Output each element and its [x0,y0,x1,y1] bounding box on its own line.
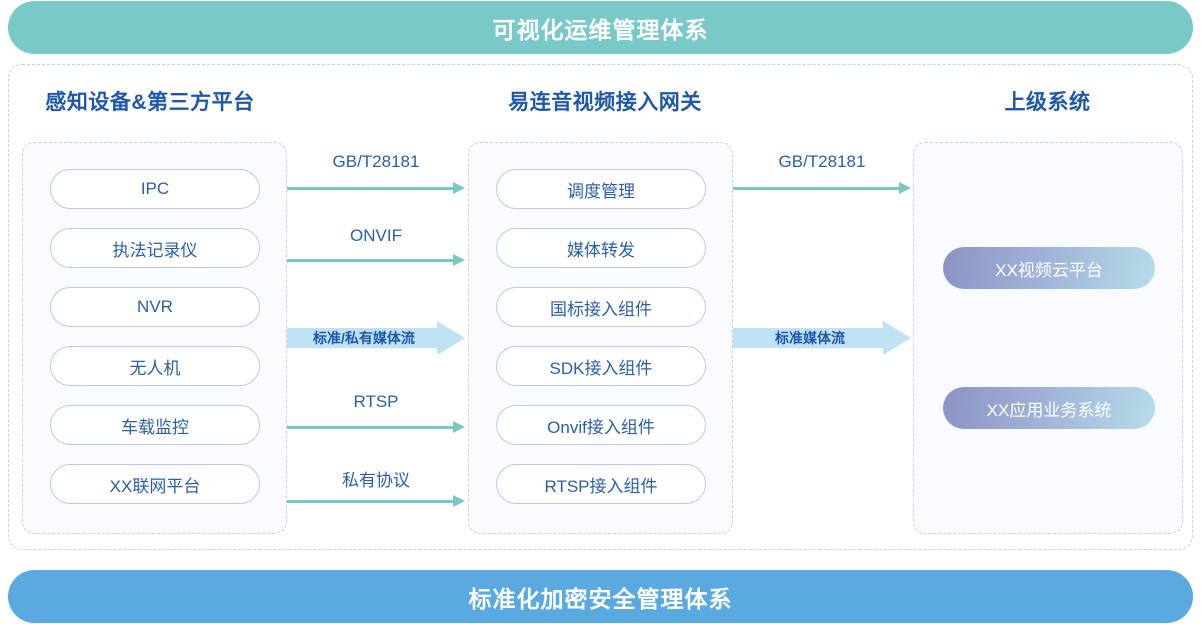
connector-block-arrow-standard-media-stream: 标准媒体流 [733,321,911,355]
node-dispatch-management[interactable]: 调度管理 [496,169,706,209]
node-ipc[interactable]: IPC [50,169,260,209]
node-xx-network-platform[interactable]: XX联网平台 [50,464,260,504]
arrow-head-icon [453,421,465,433]
arrow-head-icon [453,254,465,266]
node-law-recorder[interactable]: 执法记录仪 [50,228,260,268]
connector-label-gbt28181-right: GB/T28181 [778,152,866,171]
arrow-head-icon [453,495,465,507]
block-arrow-body [733,328,883,348]
connector-label-standard-media-stream: 标准媒体流 [775,330,845,346]
panel-upper-system: XX视频云平台 XX应用业务系统 [913,142,1183,534]
node-gb-access-component[interactable]: 国标接入组件 [496,287,706,327]
node-xx-video-cloud-platform[interactable]: XX视频云平台 [943,247,1155,289]
column-title-middle: 易连音视频接入网关 [508,91,702,114]
connector-arrow-gbt28181-right [733,180,911,196]
connector-arrow-gbt28181-left [287,180,465,196]
arrow-head-icon [899,182,911,194]
bottom-banner: 标准化加密安全管理体系 [8,570,1193,623]
connector-block-arrow-standard-private-media-stream: 标准/私有媒体流 [287,321,465,355]
arrow-shaft [287,259,454,262]
panel-access-gateway: 调度管理 媒体转发 国标接入组件 SDK接入组件 Onvif接入组件 RTSP接… [468,142,733,534]
column-title-right: 上级系统 [1004,91,1091,114]
connector-label-standard-private-media-stream: 标准/私有媒体流 [313,330,415,346]
block-arrow-body [287,328,437,348]
panel-sensing-devices: IPC 执法记录仪 NVR 无人机 车载监控 XX联网平台 [22,142,287,534]
node-vehicle-monitor[interactable]: 车载监控 [50,405,260,445]
column-title-left: 感知设备&第三方平台 [45,91,255,114]
connector-arrow-onvif [287,252,465,268]
connector-arrow-private-protocol [287,493,465,509]
arrow-shaft [287,426,454,429]
arrow-head-icon [453,182,465,194]
block-arrow-head-icon [883,321,911,355]
node-xx-application-business-system[interactable]: XX应用业务系统 [943,387,1155,429]
connector-label-rtsp: RTSP [353,392,399,411]
block-arrow-head-icon [437,321,465,355]
connector-label-private-protocol: 私有协议 [342,471,410,490]
node-media-forwarding[interactable]: 媒体转发 [496,228,706,268]
arrow-shaft [287,187,454,190]
connector-label-gbt28181-left: GB/T28181 [332,152,420,171]
node-drone[interactable]: 无人机 [50,346,260,386]
node-onvif-access-component[interactable]: Onvif接入组件 [496,405,706,445]
connector-arrow-rtsp [287,419,465,435]
node-rtsp-access-component[interactable]: RTSP接入组件 [496,464,706,504]
top-banner: 可视化运维管理体系 [8,1,1193,54]
connector-label-onvif: ONVIF [350,226,402,245]
arrow-shaft [287,500,454,503]
arrow-shaft [733,187,900,190]
node-nvr[interactable]: NVR [50,287,260,327]
node-sdk-access-component[interactable]: SDK接入组件 [496,346,706,386]
